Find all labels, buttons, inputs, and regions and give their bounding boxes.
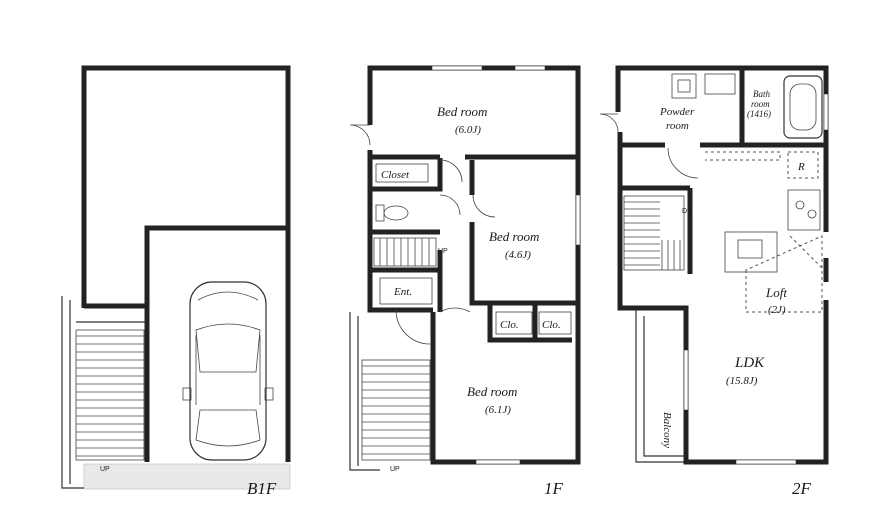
f1-door-ent — [395, 309, 431, 345]
f2-loft-size: (2J) — [768, 304, 786, 316]
clo2-box — [538, 311, 572, 335]
f2-outer-top — [615, 65, 829, 232]
f1-window-4 — [475, 459, 521, 465]
f1-closet-label: Closet — [381, 169, 410, 181]
f1-door-wc — [439, 194, 461, 216]
f1-door-bed2 — [472, 194, 496, 218]
f1-bed3-name: Bed room — [467, 384, 517, 399]
b1f-plan: UP B1F — [61, 65, 291, 498]
f1-inner-stair — [373, 237, 437, 267]
f1-ent-label: Ent. — [393, 286, 412, 298]
car-icon — [182, 281, 274, 461]
f1-wall-clo — [487, 303, 572, 343]
f1-window-3 — [575, 194, 581, 246]
f1-bed2-size: (4.6J) — [505, 249, 531, 261]
f1-left-walls — [367, 150, 433, 313]
f2-stair-dn: DN — [682, 208, 692, 215]
b1f-stair-up-label: UP — [100, 466, 110, 473]
f2-floor-label: 2F — [792, 479, 812, 498]
f2-outer-rest — [617, 132, 829, 465]
f1-plan: Bed room (6.0J) Closet Bed room (4.6J) U… — [349, 65, 581, 498]
f1-door-bed1 — [349, 124, 371, 146]
f2-plan: Powder room Bath room (1416) R DN Loft (… — [599, 65, 829, 498]
b1f-stair — [61, 296, 145, 489]
f2-balcony — [635, 310, 684, 463]
toilet-icon — [375, 204, 409, 222]
closet-box — [375, 163, 429, 183]
sink-icon — [724, 231, 778, 273]
f2-dash-shelf — [705, 151, 781, 161]
f1-door-a — [439, 159, 463, 183]
f2-ldk-size: (15.8J) — [726, 375, 758, 387]
b1f-walls — [81, 65, 291, 462]
fridge-space — [787, 151, 819, 179]
f2-powder-l1: Powder — [659, 106, 695, 118]
bathtub-icon — [783, 75, 823, 139]
f1-floor-label: 1F — [544, 479, 564, 498]
stove-icon — [787, 189, 821, 231]
loft-diagonal — [789, 235, 823, 269]
f1-outer-stair — [349, 312, 431, 471]
f1-clo1-label: Clo. — [500, 319, 519, 331]
f1-door-bed3 — [439, 307, 471, 313]
f1-bed1-name: Bed room — [437, 104, 487, 119]
f1-clo2-label: Clo. — [542, 319, 561, 331]
loft-outline — [745, 235, 823, 313]
washbasin-icon — [671, 73, 697, 99]
f1-window-1 — [431, 65, 483, 71]
clo1-box — [495, 311, 533, 335]
f2-window-1 — [823, 93, 829, 131]
f2-bath-l1: Bath — [753, 89, 770, 99]
f1-bed3-size: (6.1J) — [485, 404, 511, 416]
f2-door-powder — [667, 147, 699, 179]
f1-wall-d — [469, 222, 578, 306]
f2-fridge-label: R — [797, 161, 805, 173]
f2-stair — [623, 195, 685, 271]
f1-outer-stair-up: UP — [390, 466, 400, 473]
f1-window-2 — [514, 65, 546, 71]
washer-icon — [704, 73, 736, 95]
f2-bath-l3: (1416) — [747, 109, 771, 119]
f1-inner-stair-up: UP — [438, 248, 448, 255]
ent-box — [379, 277, 433, 305]
b1f-ground — [83, 463, 291, 490]
f2-loft-name: Loft — [765, 285, 787, 300]
f1-outer-walls — [367, 65, 581, 465]
f1-bed1-size: (6.0J) — [455, 124, 481, 136]
f2-powder-l2: room — [666, 120, 689, 132]
f2-door-entry — [599, 113, 619, 133]
f1-bed2-name: Bed room — [489, 229, 539, 244]
f2-ldk-name: LDK — [734, 355, 765, 371]
b1f-floor-label: B1F — [247, 479, 277, 498]
f2-bath-l2: room — [751, 99, 770, 109]
f2-window-2 — [735, 459, 797, 465]
f1-wall-closet — [370, 158, 443, 192]
b1f-inner-wall — [144, 225, 288, 462]
f2-balcony-label: Balcony — [661, 412, 673, 448]
f2-window-3 — [683, 349, 689, 411]
